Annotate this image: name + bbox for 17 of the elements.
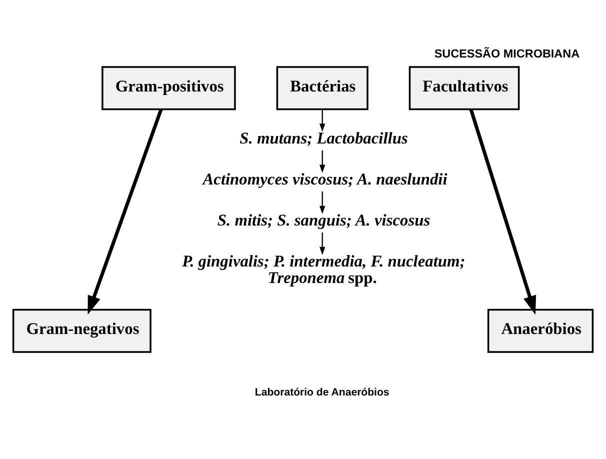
node-box: Facultativos [408, 66, 520, 110]
node-text: S. mutans; Lactobacillus [240, 128, 408, 147]
node-text: P. gingivalis; P. intermedia, F. nucleatum; Treponema spp. [182, 251, 466, 287]
arrow [88, 108, 163, 314]
node-box: Bactérias [276, 66, 368, 110]
arrow [319, 150, 326, 172]
arrow [469, 108, 536, 314]
arrow [319, 190, 326, 214]
node-box: Anaeróbios [487, 308, 594, 352]
node-text: Actinomyces viscosus; A. naeslundii [202, 168, 448, 188]
caption: Laboratório de Anaeróbios [254, 386, 390, 398]
node-box: Gram-positivos [102, 66, 236, 110]
node-text: S. mitis; S. sanguis; A. viscosus [217, 210, 430, 230]
arrow [319, 232, 326, 255]
node-box: Gram-negativos [12, 308, 152, 352]
diagram-title: SUCESSÃO MICROBIANA [434, 47, 580, 60]
arrow [319, 109, 326, 132]
